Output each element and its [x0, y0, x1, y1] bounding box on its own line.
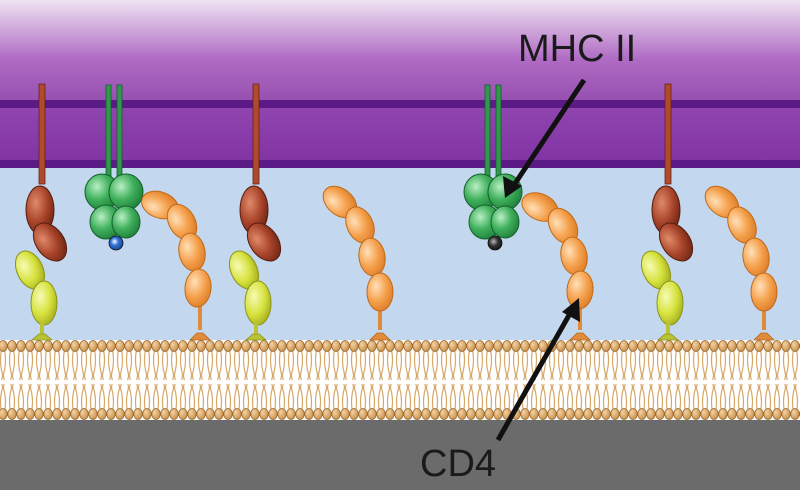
cd4-protein-3 [521, 192, 594, 341]
lipid-bilayer [0, 340, 800, 422]
cd4-protein-1 [141, 190, 212, 341]
peptide [108, 235, 124, 251]
mhc-ii-protein-1 [84, 84, 144, 251]
cd4-label: CD4 [420, 443, 497, 485]
tcr-protein-2 [228, 83, 282, 341]
cd4-arrow [495, 308, 575, 442]
peptide [487, 235, 503, 251]
proteins [14, 83, 778, 341]
tcr-protein-1 [14, 83, 68, 341]
cd4-arrowhead [562, 298, 580, 322]
mhc-arrowhead [503, 176, 522, 198]
cd4-protein-2 [322, 185, 394, 341]
mhc-arrow [509, 78, 587, 190]
cd4-protein-4 [704, 185, 778, 341]
label-arrows [495, 78, 587, 442]
tcr-protein-3 [640, 83, 694, 341]
substrate [0, 420, 800, 490]
mhc-ii-label: MHC II [518, 28, 637, 70]
